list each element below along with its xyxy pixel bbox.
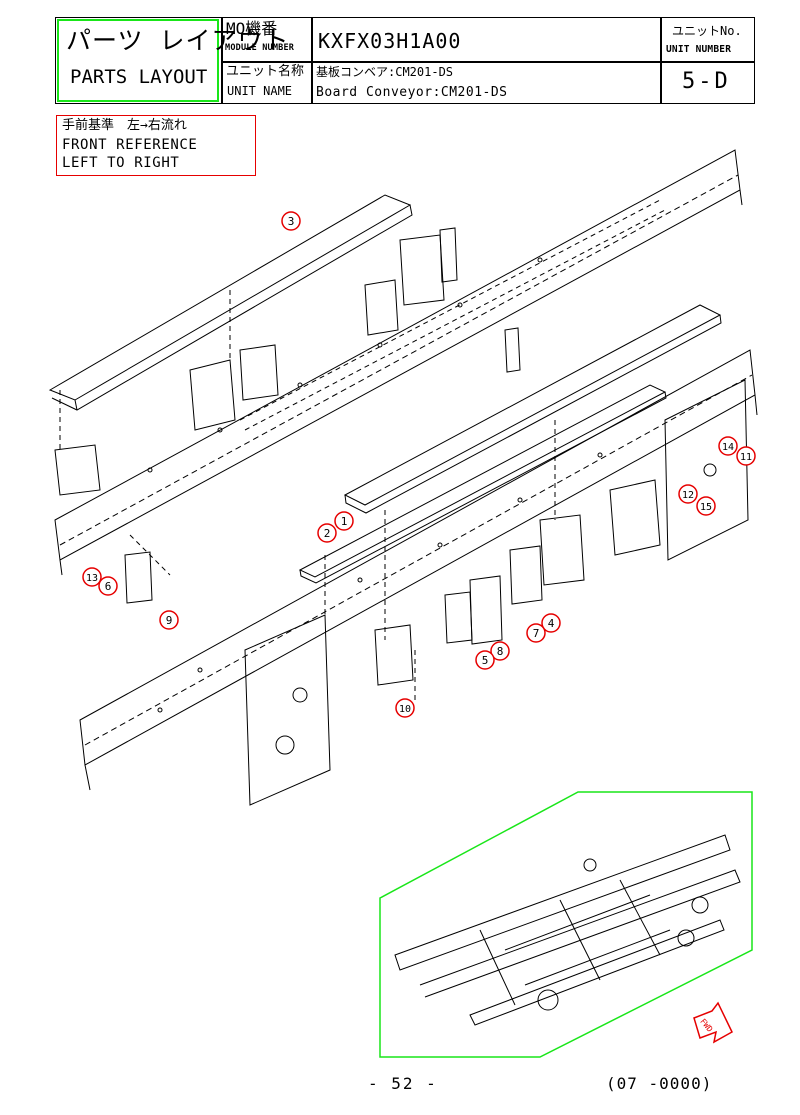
callout-2-label: 2 <box>324 527 331 540</box>
fwd-arrow: FWD <box>693 1001 733 1044</box>
callout-1-label: 1 <box>341 515 348 528</box>
callout-13-label: 13 <box>86 573 98 584</box>
plate-2 <box>298 384 667 578</box>
mo-label-en: MODULE NUMBER <box>225 43 295 53</box>
plate-3 <box>48 194 412 401</box>
front-rail <box>79 349 756 766</box>
callout-8: 8 <box>490 641 510 661</box>
callout-1: 1 <box>334 511 354 531</box>
mo-label-jp: MO機番 <box>226 19 278 38</box>
module-number: KXFX03H1A00 <box>318 29 462 53</box>
doc-code: (07 -0000) <box>606 1074 713 1093</box>
callout-12: 12 <box>678 484 698 504</box>
callout-6: 6 <box>98 576 118 596</box>
callout-12-label: 12 <box>682 490 694 501</box>
callout-11-label: 11 <box>740 452 752 463</box>
callout-14-label: 14 <box>722 442 734 453</box>
title-jp: パーツ レイアウト <box>66 26 290 55</box>
callout-7: 7 <box>526 623 546 643</box>
callout-15-label: 15 <box>700 502 712 513</box>
unit-name-en: Board Conveyor:CM201-DS <box>316 85 508 100</box>
overview-inset <box>379 791 753 1058</box>
header-table <box>55 17 755 104</box>
unit-no-label-jp: ユニットNo. <box>672 24 742 38</box>
callouts: 3 1 2 4 7 8 5 13 6 9 10 14 11 12 15 <box>82 211 756 718</box>
callout-5-label: 5 <box>482 654 489 667</box>
note-jp: 手前基準 左→右流れ <box>62 118 187 133</box>
callout-9: 9 <box>159 610 179 630</box>
front-end-plate <box>244 614 331 806</box>
callout-5: 5 <box>475 650 495 670</box>
callout-11: 11 <box>736 446 756 466</box>
header-title-box <box>57 19 219 102</box>
callout-3: 3 <box>281 211 301 231</box>
callout-13: 13 <box>82 567 102 587</box>
unit-no-label-en: UNIT NUMBER <box>666 44 732 55</box>
callout-14: 14 <box>718 436 738 456</box>
note-line2: LEFT TO RIGHT <box>62 155 180 171</box>
callout-9-label: 9 <box>166 614 173 627</box>
unit-name-jp: 基板コンベア:CM201-DS <box>316 65 454 79</box>
rear-end-plate <box>664 379 749 561</box>
callout-7-label: 7 <box>533 627 540 640</box>
callout-4: 4 <box>541 613 561 633</box>
unit-no: 5-D <box>682 69 731 94</box>
callout-8-label: 8 <box>497 645 504 658</box>
callout-3-label: 3 <box>288 215 295 228</box>
page-number: - 52 - <box>368 1074 438 1093</box>
title-en: PARTS LAYOUT <box>70 66 208 88</box>
reference-note-box <box>56 115 256 176</box>
callout-6-label: 6 <box>105 580 112 593</box>
unit-name-label-jp: ユニット名称 <box>226 64 305 79</box>
note-line1: FRONT REFERENCE <box>62 137 198 153</box>
callout-10-label: 10 <box>399 704 411 715</box>
callout-2: 2 <box>317 523 337 543</box>
callout-15: 15 <box>696 496 716 516</box>
back-rail <box>54 149 741 561</box>
unit-name-label-en: UNIT NAME <box>227 84 293 98</box>
callout-10: 10 <box>395 698 415 718</box>
callout-4-label: 4 <box>548 617 555 630</box>
